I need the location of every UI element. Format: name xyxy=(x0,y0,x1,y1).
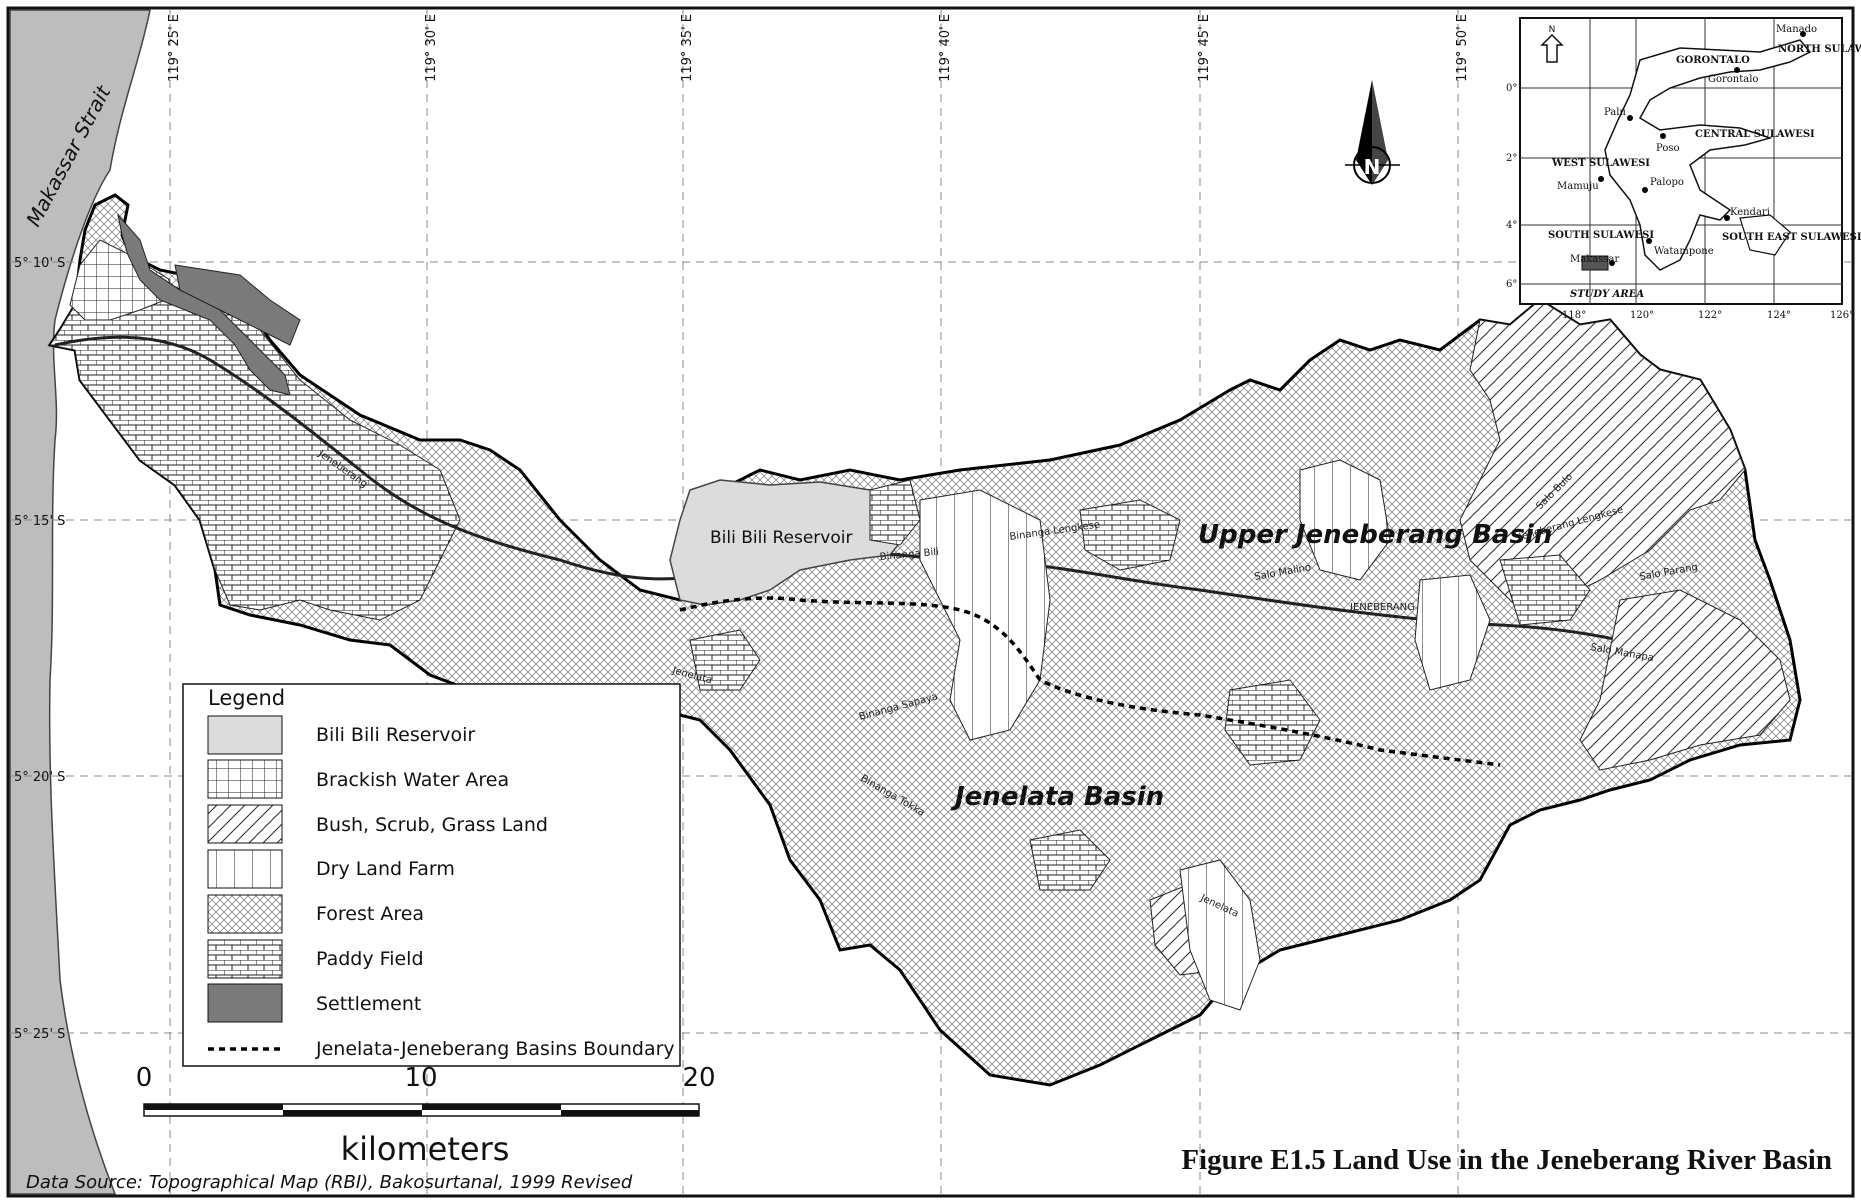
longitude-ticks: 119° 25' E 119° 30' E 119° 35' E 119° 40… xyxy=(167,14,1470,82)
paddy-field xyxy=(1499,554,1591,626)
scale-unit-label: kilometers xyxy=(341,1130,510,1168)
inset-north-label: N xyxy=(1549,25,1556,35)
dry-land-farm xyxy=(1414,574,1491,691)
city-label: Kendari xyxy=(1730,207,1770,218)
bush-scrub-area xyxy=(1579,589,1791,771)
inset-lat-tick: 6° xyxy=(1506,279,1517,290)
legend-item-label: Bili Bili Reservoir xyxy=(316,724,475,746)
lat-tick-label: 5° 15' S xyxy=(14,514,65,529)
upper-basin-label: Upper Jeneberang Basin xyxy=(1198,520,1552,550)
lat-tick-label: 5° 20' S xyxy=(14,770,65,785)
city-label: Watampone xyxy=(1654,246,1714,257)
north-arrow: N xyxy=(1345,80,1400,185)
legend-swatch-paddy xyxy=(207,939,283,979)
lon-tick-label: 119° 25' E xyxy=(167,14,182,82)
legend: Legend Bili Bili Reservoir Brackish Wate… xyxy=(182,683,681,1067)
legend-item-label: Dry Land Farm xyxy=(316,858,455,880)
legend-item-label: Forest Area xyxy=(316,903,424,925)
dry-land-farm xyxy=(1179,859,1261,1011)
figure-title: Figure E1.5 Land Use in the Jeneberang R… xyxy=(1181,1144,1832,1176)
legend-swatch-brackish xyxy=(207,759,283,799)
province-label: CENTRAL SULAWESI xyxy=(1695,129,1815,140)
river-label: Binanga Bili xyxy=(879,547,939,563)
lon-tick-label: 119° 35' E xyxy=(680,14,695,82)
sea-area xyxy=(9,9,151,1195)
legend-swatch-forest xyxy=(207,894,283,934)
river-label: JENEBERANG xyxy=(1349,602,1415,613)
inset-lat-tick: 2° xyxy=(1506,153,1517,164)
legend-item-label: Settlement xyxy=(316,993,421,1015)
sulawesi-island xyxy=(1604,39,1812,271)
province-label: SOUTH EAST SULAWESI xyxy=(1722,232,1861,243)
lon-tick-label: 119° 30' E xyxy=(424,14,439,82)
city-label: Palopo xyxy=(1650,177,1684,188)
city-label: Mamuju xyxy=(1557,181,1599,192)
paddy-field xyxy=(869,479,921,546)
north-label: N xyxy=(1364,155,1381,179)
dry-land-farm xyxy=(1299,459,1391,581)
lat-tick-label: 5° 25' S xyxy=(14,1027,65,1042)
province-label: WEST SULAWESI xyxy=(1551,158,1650,169)
dry-land-farm xyxy=(919,489,1051,741)
legend-swatch-reservoir xyxy=(207,715,283,755)
lat-tick-label: 5° 10' S xyxy=(14,256,65,271)
province-label: GORONTALO xyxy=(1676,55,1750,66)
paddy-field xyxy=(1224,679,1321,766)
settlement-area xyxy=(174,264,301,346)
paddy-field xyxy=(689,629,761,691)
inset-lat-tick: 0° xyxy=(1506,83,1517,94)
city-label: Makassar xyxy=(1570,254,1619,265)
jenelata-basin-label: Jenelata Basin xyxy=(950,782,1164,812)
scale-tick-label: 0 xyxy=(136,1063,153,1093)
brackish-water-area xyxy=(69,239,171,321)
city-label: Palu xyxy=(1604,107,1626,118)
legend-item-label: Brackish Water Area xyxy=(316,769,509,791)
inset-map: N Manado Gorontalo Palu Poso Mamuju Palo… xyxy=(1506,17,1861,321)
inset-north-arrow-icon xyxy=(1540,33,1564,63)
inset-lat-tick: 4° xyxy=(1506,220,1517,231)
inset-lon-tick: 122° xyxy=(1698,310,1722,321)
inset-lon-tick: 126° xyxy=(1830,310,1854,321)
scale-tick-label: 10 xyxy=(404,1063,437,1093)
scale-tick-label: 20 xyxy=(682,1063,715,1093)
legend-title: Legend xyxy=(208,686,285,710)
paddy-field xyxy=(1079,499,1181,571)
legend-swatch-dryland xyxy=(207,849,283,889)
inset-lon-tick: 124° xyxy=(1767,310,1791,321)
basin-map xyxy=(47,193,1802,1087)
bili-bili-reservoir xyxy=(669,479,911,606)
latitude-ticks: 5° 10' S 5° 15' S 5° 20' S 5° 25' S xyxy=(14,256,65,1042)
scale-bar: 0 10 20 kilometers xyxy=(136,1063,716,1168)
city-label: Manado xyxy=(1776,24,1817,35)
bush-scrub-area xyxy=(1459,299,1746,611)
city-label: Gorontalo xyxy=(1708,74,1758,85)
paddy-field xyxy=(1029,829,1111,891)
legend-item-label: Paddy Field xyxy=(316,948,424,970)
lon-tick-label: 119° 40' E xyxy=(938,14,953,82)
data-source-text: Data Source: Topographical Map (RBI), Ba… xyxy=(26,1172,633,1193)
basins-boundary-line xyxy=(679,596,1501,767)
reservoir-label: Bili Bili Reservoir xyxy=(710,528,852,548)
legend-item-label: Jenelata-Jeneberang Basins Boundary xyxy=(315,1038,675,1060)
legend-swatch-bush xyxy=(207,804,283,844)
legend-item-label: Bush, Scrub, Grass Land xyxy=(316,814,548,836)
paddy-field-west xyxy=(49,264,461,621)
lon-tick-label: 119° 50' E xyxy=(1455,14,1470,82)
legend-swatch-settlement xyxy=(207,983,283,1023)
inset-lon-tick: 120° xyxy=(1630,310,1654,321)
inset-lon-tick: 118° xyxy=(1562,310,1586,321)
province-label: SOUTH SULAWESI xyxy=(1548,230,1654,241)
study-area-label: STUDY AREA xyxy=(1570,289,1644,300)
province-label: NORTH SULAWESI xyxy=(1778,44,1861,55)
lon-tick-label: 119° 45' E xyxy=(1197,14,1212,82)
city-label: Poso xyxy=(1656,143,1680,154)
